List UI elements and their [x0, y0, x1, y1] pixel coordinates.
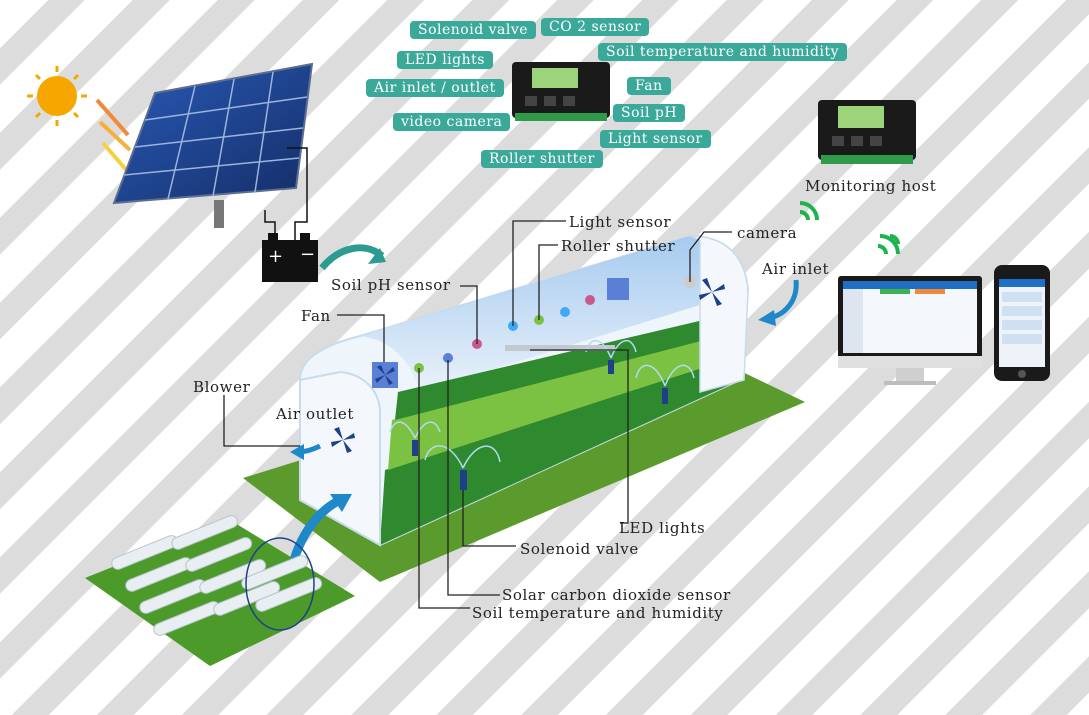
desktop-computer — [838, 276, 982, 385]
label-light-sensor: Light sensor — [569, 213, 671, 231]
air-inlet-arrow — [758, 280, 796, 326]
label-air-inlet: Air inlet — [762, 260, 829, 278]
sun-icon — [27, 66, 87, 126]
battery-plus: + — [268, 248, 284, 266]
monitoring-host-label: Monitoring host — [805, 177, 936, 195]
label-soil-temp-humidity: Soil temperature and humidity — [472, 604, 724, 622]
label-camera: camera — [737, 224, 797, 242]
pill-roller-shutter: Roller shutter — [481, 150, 603, 168]
controller-device — [512, 62, 610, 121]
monitoring-host-device — [818, 100, 916, 164]
farmland-grid — [85, 514, 355, 666]
pill-video-camera: video camera — [393, 113, 510, 131]
wifi-icon-2 — [878, 236, 898, 254]
battery-minus: − — [300, 246, 316, 264]
sun-rays — [97, 100, 130, 172]
pill-led-lights: LED lights — [397, 51, 493, 69]
roof-fan-icon — [607, 278, 629, 300]
wifi-icon — [800, 203, 817, 220]
label-solar-co2-sensor: Solar carbon dioxide sensor — [502, 586, 731, 604]
label-blower: Blower — [193, 378, 250, 396]
pill-soil-temp-humidity: Soil temperature and humidity — [598, 43, 847, 61]
pill-co2-sensor: CO 2 sensor — [541, 18, 649, 36]
solar-panel — [114, 64, 312, 228]
fan-icon — [372, 362, 398, 388]
mobile-phone — [994, 265, 1050, 381]
label-solenoid-valve: Solenoid valve — [520, 540, 639, 558]
pill-fan: Fan — [627, 77, 671, 95]
label-air-outlet: Air outlet — [276, 405, 354, 423]
label-roller-shutter: Roller shutter — [561, 237, 675, 255]
label-led-lights: LED lights — [619, 519, 705, 537]
pill-solenoid-valve: Solenoid valve — [410, 21, 536, 39]
pill-soil-ph: Soil pH — [613, 104, 685, 122]
pill-air-inlet-outlet: Air inlet / outlet — [366, 79, 504, 97]
pill-light-sensor: Light sensor — [600, 130, 711, 148]
label-soil-ph-sensor: Soil pH sensor — [331, 276, 451, 294]
label-fan: Fan — [301, 307, 331, 325]
